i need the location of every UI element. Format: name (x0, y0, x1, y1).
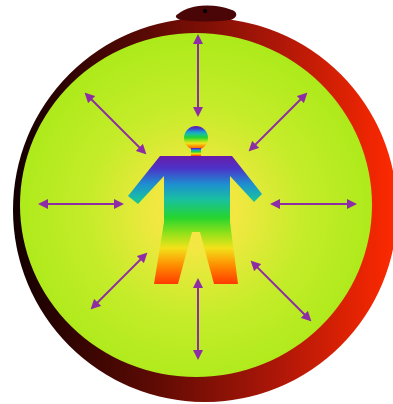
figure-head (184, 126, 208, 150)
figure-neck (191, 148, 201, 156)
